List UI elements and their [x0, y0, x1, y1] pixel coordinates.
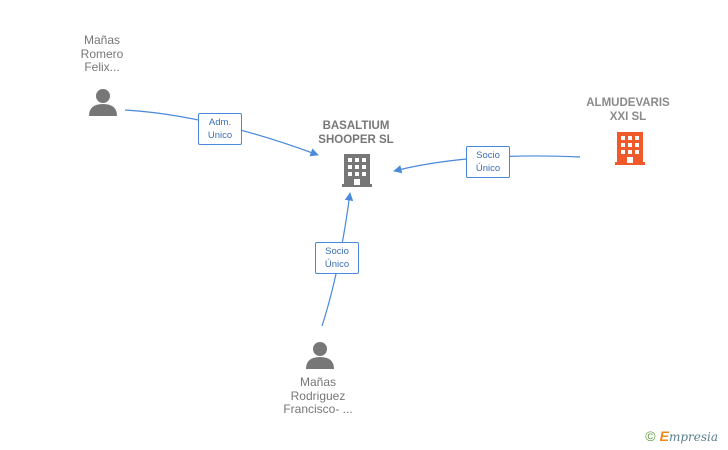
- person-icon[interactable]: [89, 89, 117, 116]
- person-icon[interactable]: [306, 342, 334, 369]
- brand-name: mpresia: [668, 430, 718, 444]
- label-line: ALMUDEVARIS: [586, 97, 670, 109]
- company-center-label[interactable]: BASALTIUM SHOOPER SL: [304, 120, 408, 147]
- edge-label-line: Único: [475, 163, 501, 174]
- brand-logo: Empresia: [660, 428, 718, 444]
- edge-label-line: Único: [324, 259, 350, 270]
- edge-label-line: Socio: [476, 150, 500, 161]
- copyright-symbol: ©: [645, 428, 656, 444]
- person-top-label[interactable]: Mañas Romero Felix...: [60, 33, 144, 75]
- label-line: Mañas: [83, 33, 121, 47]
- person-bottom-label[interactable]: Mañas Rodriguez Francisco- ...: [266, 375, 370, 417]
- empresia-watermark: © Empresia: [645, 428, 718, 444]
- building-icon[interactable]: [342, 154, 372, 187]
- label-line: Mañas: [299, 375, 337, 389]
- label-line: Felix...: [84, 60, 120, 74]
- label-line: SHOOPER SL: [318, 133, 394, 146]
- label-line: BASALTIUM: [322, 120, 390, 132]
- label-line: Romero: [80, 46, 124, 61]
- label-line: Rodriguez: [290, 388, 346, 403]
- label-line: XXI SL: [609, 110, 647, 123]
- label-line: Francisco- ...: [283, 402, 353, 416]
- building-icon[interactable]: [615, 132, 645, 165]
- edge-label-line: Unico: [207, 130, 233, 141]
- edge-label-line: Socio: [325, 246, 349, 257]
- edge-label-adm-unico[interactable]: Adm. Unico: [198, 113, 242, 145]
- edge-label-socio-unico-bottom[interactable]: Socio Único: [315, 242, 359, 274]
- company-right-label[interactable]: ALMUDEVARIS XXI SL: [572, 97, 684, 124]
- brand-initial: E: [659, 428, 669, 444]
- edge-label-line: Adm.: [208, 117, 232, 128]
- edge-label-socio-unico-right[interactable]: Socio Único: [466, 146, 510, 178]
